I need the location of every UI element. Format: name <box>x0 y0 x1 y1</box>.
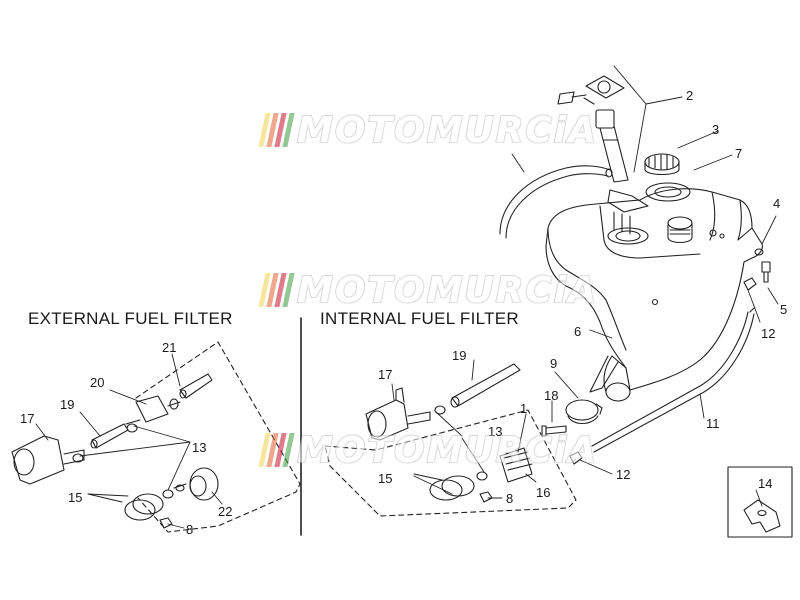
callout-12-line: 12 <box>616 467 630 482</box>
watermark-stripes <box>258 433 295 467</box>
callout-8-internal: 8 <box>506 491 513 506</box>
watermark-logo-bottom: MOTOMURCiA <box>258 428 598 472</box>
callout-15-external: 15 <box>68 490 82 505</box>
callout-4: 4 <box>773 196 780 211</box>
breather-hose <box>499 165 613 239</box>
callout-22: 22 <box>218 504 232 519</box>
bracket-box <box>727 466 793 538</box>
watermark-text: MOTOMURCiA <box>296 269 598 312</box>
callout-16: 16 <box>536 485 550 500</box>
callout-1: 1 <box>520 401 527 416</box>
callout-15-internal: 15 <box>378 471 392 486</box>
leader-lines <box>35 65 779 529</box>
callout-20: 20 <box>90 375 104 390</box>
watermark-logo-middle: MOTOMURCiA <box>258 268 598 312</box>
callout-9: 9 <box>550 356 557 371</box>
watermark-text: MOTOMURCiA <box>296 429 598 472</box>
filler-gasket <box>645 182 691 202</box>
callout-19-external: 19 <box>60 397 74 412</box>
external-filter-label: EXTERNAL FUEL FILTER <box>28 309 233 328</box>
fuel-line <box>591 307 755 453</box>
filler-cap <box>644 153 680 176</box>
external-filter-group <box>11 341 301 533</box>
watermark-stripes <box>258 273 295 307</box>
callout-6: 6 <box>574 324 581 339</box>
callout-3: 3 <box>712 122 719 137</box>
watermark-stripes <box>258 113 295 147</box>
callout-5: 5 <box>780 302 787 317</box>
callout-13-external: 13 <box>192 440 206 455</box>
callout-8-external: 8 <box>186 522 193 537</box>
callout-7: 7 <box>735 146 742 161</box>
watermark-logo-top: MOTOMURCiA <box>258 108 598 152</box>
callout-numbers: 2 3 7 4 5 12 6 9 18 11 12 1 16 8 15 13 1… <box>20 88 787 537</box>
watermark-text: MOTOMURCiA <box>296 109 598 152</box>
internal-filter-label: INTERNAL FUEL FILTER <box>320 309 520 328</box>
hose-clamp <box>541 399 603 437</box>
internal-filter-group <box>324 363 577 517</box>
callout-19-internal: 19 <box>452 348 466 363</box>
callout-12-tank: 12 <box>761 326 775 341</box>
callout-13-internal: 13 <box>488 424 502 439</box>
callout-21: 21 <box>162 340 176 355</box>
callout-14: 14 <box>758 476 772 491</box>
callout-11: 11 <box>706 416 720 431</box>
callout-17-external: 17 <box>20 411 34 426</box>
tank-mount-hardware <box>569 248 771 465</box>
callout-18: 18 <box>544 388 558 403</box>
callout-2: 2 <box>686 88 693 103</box>
fuel-pump-assembly <box>557 75 649 235</box>
callout-17-internal: 17 <box>378 367 392 382</box>
